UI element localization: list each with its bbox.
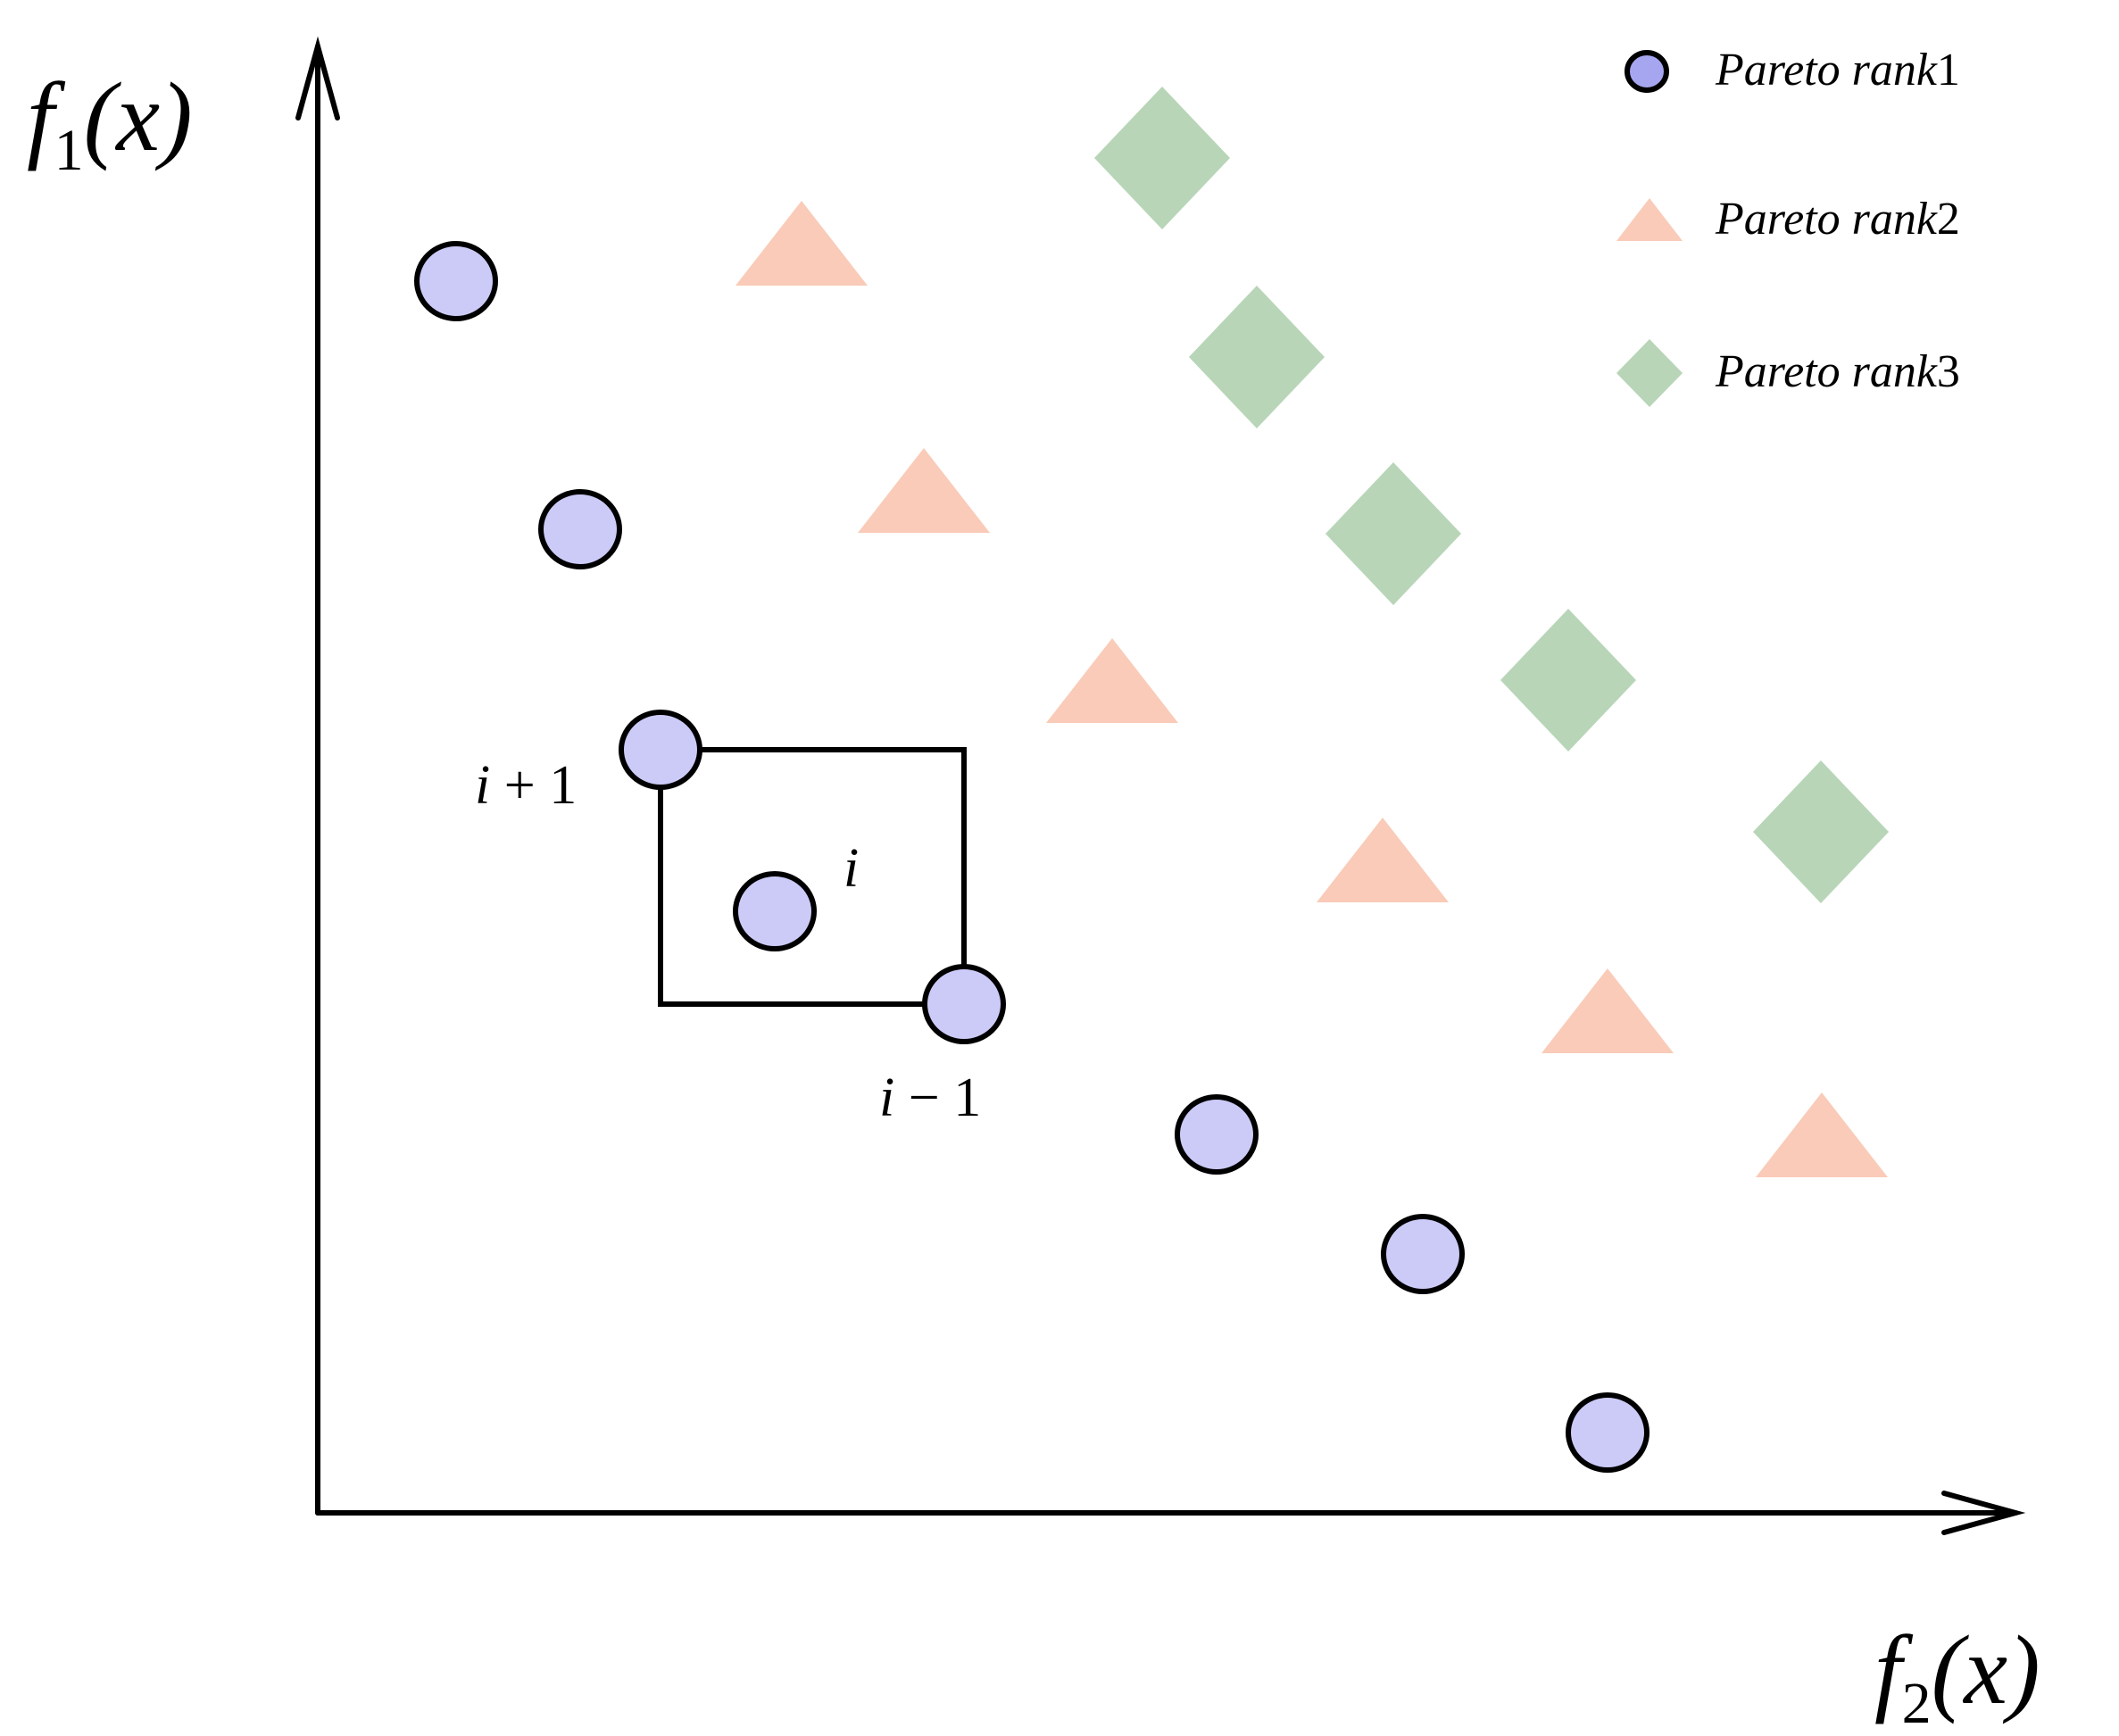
rank3-diamond xyxy=(1189,286,1325,428)
rank1-points xyxy=(414,241,1649,1473)
rank2-triangle xyxy=(735,201,868,286)
y-axis-label: f1(x) xyxy=(27,62,193,183)
svg-text:Pareto rank3: Pareto rank3 xyxy=(1715,346,1960,397)
rank1-circle xyxy=(1566,1392,1649,1473)
legend-num: 3 xyxy=(1937,346,1960,397)
legend-label: Pareto rank xyxy=(1715,346,1938,397)
svg-text:Pareto rank1: Pareto rank1 xyxy=(1715,45,1960,96)
legend-num: 2 xyxy=(1937,194,1960,245)
label-i-plus-1: i + 1 xyxy=(475,755,577,816)
rank1-circle xyxy=(414,241,498,321)
crowding-cuboid xyxy=(658,747,967,1007)
svg-text:Pareto rank2: Pareto rank2 xyxy=(1715,194,1960,245)
legend-label: Pareto rank xyxy=(1715,45,1938,96)
rank2-triangle xyxy=(1756,1092,1888,1177)
label-i: i xyxy=(843,838,859,899)
rank3-diamond xyxy=(1500,609,1636,752)
rank2-triangle xyxy=(1317,818,1449,902)
rank2-points xyxy=(735,201,1888,1177)
y-axis-arrowhead xyxy=(295,36,340,120)
rank1-circle-i-plus-1 xyxy=(619,710,702,790)
legend-num: 1 xyxy=(1937,45,1960,96)
x-axis-label: f2(x) xyxy=(1874,1616,2040,1736)
rank3-diamond xyxy=(1094,87,1230,229)
legend-circle-icon xyxy=(1625,50,1669,93)
legend-triangle-icon xyxy=(1616,198,1683,241)
rank1-circle-i xyxy=(733,871,817,951)
label-i-minus-1: i − 1 xyxy=(879,1067,981,1128)
rank2-triangle xyxy=(1046,638,1178,723)
rank1-circle xyxy=(1381,1214,1465,1294)
rank1-circle-i-minus-1 xyxy=(922,964,1006,1044)
rank3-diamond xyxy=(1753,760,1889,903)
rank1-circle xyxy=(1175,1094,1259,1175)
legend-item-rank1: Pareto rank1 xyxy=(1625,45,1960,96)
rank2-triangle xyxy=(1541,968,1674,1053)
rank1-circle xyxy=(538,489,622,569)
rank3-diamond xyxy=(1325,462,1461,605)
legend-item-rank2: Pareto rank2 xyxy=(1616,194,1960,245)
legend-diamond-icon xyxy=(1616,339,1683,407)
rank2-triangle xyxy=(858,448,990,533)
legend-item-rank3: Pareto rank3 xyxy=(1616,339,1960,407)
rank3-points xyxy=(1094,87,1889,903)
axes xyxy=(295,36,2026,1535)
legend-label: Pareto rank xyxy=(1715,194,1938,245)
legend: Pareto rank1 Pareto rank2 Pareto rank3 xyxy=(1616,45,1960,407)
x-axis-arrowhead xyxy=(1941,1491,2026,1535)
